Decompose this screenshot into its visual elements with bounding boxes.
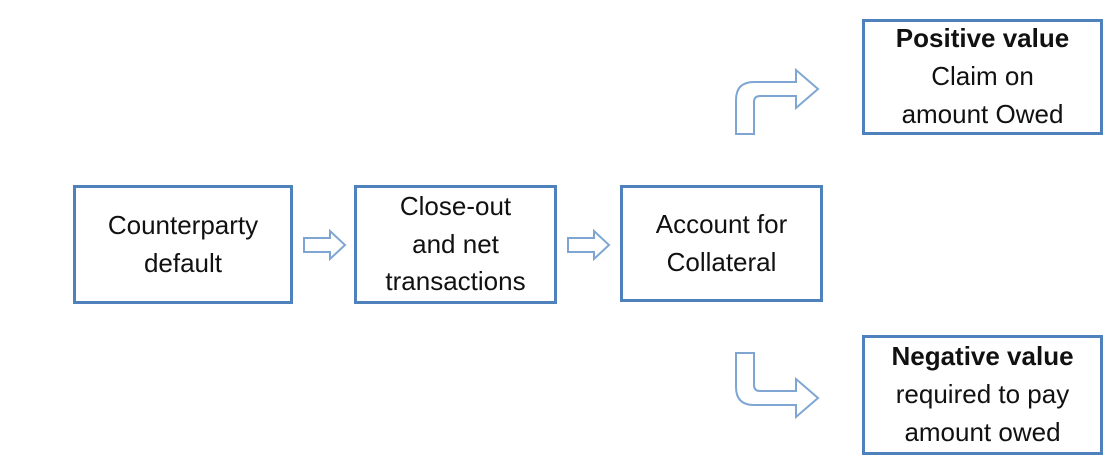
negative-value-line-2: amount owed xyxy=(904,416,1061,447)
positive-value-line-2: amount Owed xyxy=(901,98,1064,129)
right-block-arrow-icon xyxy=(303,228,347,262)
counterparty-default-line-1: Counterparty xyxy=(107,209,259,240)
positive-value-title: Positive value xyxy=(895,23,1070,54)
bent-up-right-arrow-icon xyxy=(735,67,820,135)
account-collateral-line-2: Collateral xyxy=(666,246,777,277)
positive-value-box: Positive value Claim on amount Owed xyxy=(862,19,1103,135)
account-collateral-box: Account for Collateral xyxy=(620,185,823,302)
negative-value-title: Negative value xyxy=(891,341,1074,372)
right-block-arrow-icon xyxy=(567,228,611,262)
counterparty-default-line-2: default xyxy=(143,247,223,278)
positive-value-line-1: Claim on xyxy=(931,61,1034,92)
account-collateral-line-1: Account for xyxy=(655,208,788,239)
close-out-line-3: transactions xyxy=(385,266,526,297)
counterparty-default-box: Counterparty default xyxy=(73,185,293,304)
close-out-box: Close-out and net transactions xyxy=(354,185,557,304)
bent-down-right-arrow-icon xyxy=(735,352,820,420)
negative-value-box: Negative value required to pay amount ow… xyxy=(862,335,1103,455)
close-out-line-2: and net xyxy=(412,228,499,259)
negative-value-line-1: required to pay xyxy=(895,379,1070,410)
close-out-line-1: Close-out xyxy=(399,190,512,221)
